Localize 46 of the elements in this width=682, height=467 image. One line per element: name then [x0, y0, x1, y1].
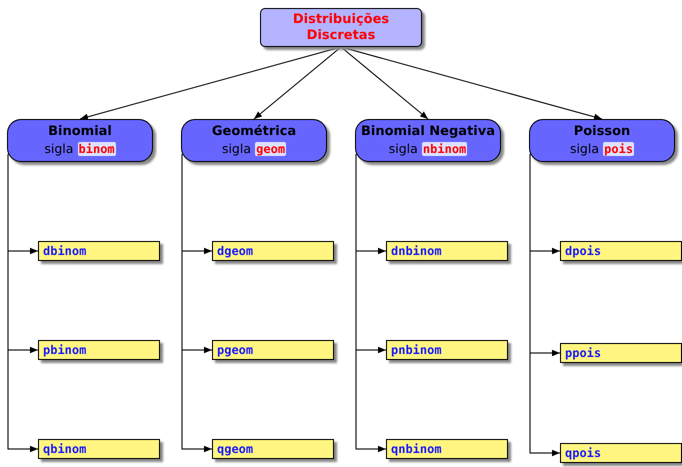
function-box — [212, 241, 334, 261]
function-name: dpois — [565, 244, 602, 258]
abbreviation-code: nbinom — [422, 142, 468, 156]
arrow — [340, 46, 602, 120]
function-box — [386, 340, 508, 360]
function-box — [560, 343, 682, 363]
function-name: qpois — [565, 446, 602, 460]
function-name: pnbinom — [391, 343, 442, 357]
function-name: ppois — [565, 346, 602, 360]
abbreviation-code: binom — [78, 142, 116, 156]
function-name: qbinom — [43, 442, 86, 456]
function-box — [212, 340, 334, 360]
function-box — [38, 241, 160, 261]
category-name: Binomial — [48, 123, 112, 140]
category-name: Binomial Negativa — [361, 123, 495, 140]
function-name: qgeom — [217, 442, 254, 456]
function-box — [386, 439, 508, 459]
function-name: pbinom — [43, 343, 86, 357]
title-box — [260, 8, 422, 47]
title-text: Distribuições Discretas — [292, 12, 390, 44]
abbreviation-label: sigla — [44, 141, 74, 156]
arrow — [80, 46, 342, 120]
category-name: Poisson — [574, 123, 630, 140]
function-box — [560, 241, 682, 261]
category-box — [7, 119, 153, 162]
abbreviation-label: sigla — [222, 141, 251, 156]
function-box — [38, 439, 160, 459]
category-name: Geométrica — [212, 123, 296, 140]
arrow — [254, 46, 342, 120]
function-name: qnbinom — [391, 442, 442, 456]
function-name: pgeom — [217, 343, 254, 357]
abbreviation-code: pois — [603, 142, 634, 156]
category-box — [181, 119, 327, 162]
function-box — [560, 443, 682, 463]
arrow — [340, 46, 428, 120]
function-box — [386, 241, 508, 261]
function-name: dgeom — [217, 244, 254, 258]
function-box — [38, 340, 160, 360]
category-box — [529, 119, 675, 162]
abbreviation-code: geom — [255, 142, 286, 156]
function-name: dbinom — [43, 244, 86, 258]
abbreviation-label: sigla — [570, 141, 599, 156]
function-box — [212, 439, 334, 459]
function-name: dnbinom — [391, 244, 442, 258]
abbreviation-label: sigla — [388, 141, 418, 156]
category-box — [355, 119, 501, 162]
